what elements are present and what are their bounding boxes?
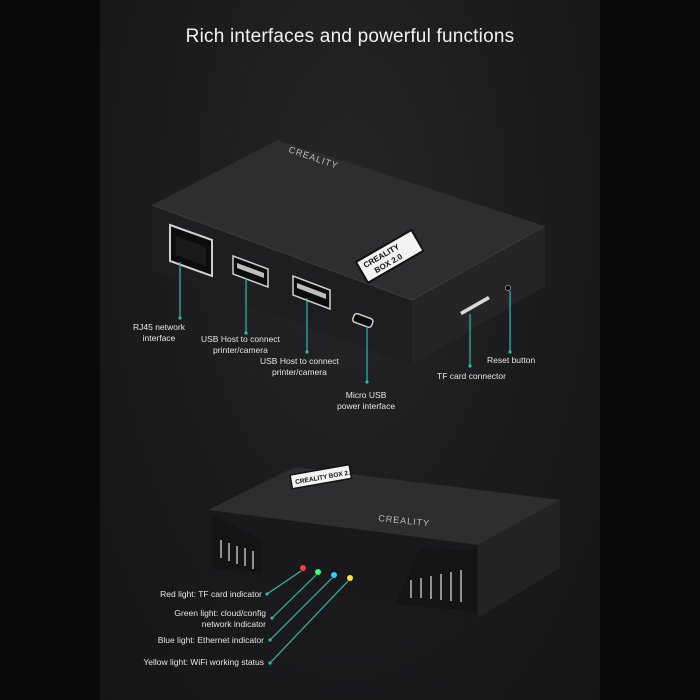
rj45-label: RJ45 network interface <box>133 322 185 344</box>
green-light-label-line1: Green light: cloud/config <box>174 608 266 618</box>
right-margin <box>600 0 700 700</box>
bottom-callouts <box>266 570 349 664</box>
green-led <box>315 569 321 575</box>
yellow-light-label: Yellow light: WiFi working status <box>143 657 264 667</box>
micro-usb-port <box>351 312 374 329</box>
red-led <box>300 565 306 571</box>
right-vents <box>410 570 462 602</box>
green-light-label-line2: network indicator <box>201 619 266 629</box>
top-callouts <box>179 262 511 382</box>
green-light-label: Green light: cloud/config network indica… <box>174 608 266 630</box>
usb1-label-line2: printer/camera <box>213 345 268 355</box>
bottom-device: CREALITY CREALITY BOX 2.0 <box>208 463 560 665</box>
rj45-label-line1: RJ45 network <box>133 322 185 332</box>
usb2-label: USB Host to connect printer/camera <box>260 356 339 378</box>
blue-light-label: Blue light: Ethernet indicator <box>157 635 264 645</box>
top-device-top-face <box>152 140 545 300</box>
reset-label: Reset button <box>487 355 536 365</box>
usb2-label-line2: printer/camera <box>272 367 327 377</box>
bottom-device-right-face <box>478 500 560 618</box>
page-title: Rich interfaces and powerful functions <box>185 26 515 47</box>
micro-usb-label-line1: Micro USB <box>345 390 387 400</box>
tf-card-slot <box>460 296 490 315</box>
bottom-device-badge: CREALITY BOX 2.0 <box>289 463 354 490</box>
top-device-right-face <box>412 226 545 365</box>
usb2-label-line1: USB Host to connect <box>260 356 339 366</box>
micro-usb-label: Micro USB power interface <box>337 390 395 412</box>
blue-led <box>331 572 337 578</box>
micro-usb-label-line2: power interface <box>337 401 396 411</box>
red-light-label: Red light: TF card indicator <box>160 589 262 599</box>
usb1-label-line1: USB Host to connect <box>201 334 280 344</box>
tf-card-label: TF card connector <box>437 371 506 381</box>
usb-port-1 <box>232 254 269 289</box>
reset-hole <box>505 285 511 291</box>
top-device-front-face <box>152 205 412 365</box>
usb1-label: USB Host to connect printer/camera <box>201 334 280 356</box>
left-vents <box>220 540 254 569</box>
usb-port-2 <box>292 274 331 311</box>
left-margin <box>0 0 100 700</box>
yellow-led <box>347 575 353 581</box>
rj45-label-line2: interface <box>142 333 176 343</box>
bottom-device-badge-line2: BOX 2.0 <box>328 469 354 480</box>
top-device: CREALITY CREALITY BOX 2.0 <box>151 140 546 384</box>
